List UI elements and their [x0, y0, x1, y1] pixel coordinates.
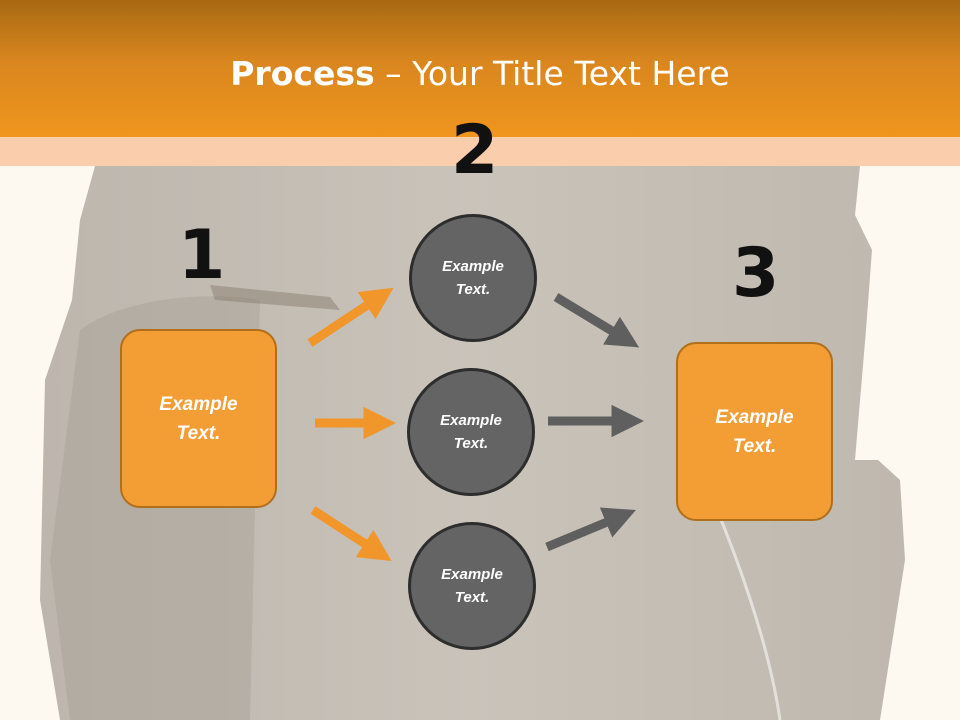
arrow-from-top-circle — [553, 293, 640, 348]
step-number-1: 1 — [178, 216, 226, 295]
circle-middle-label: Example Text. — [440, 412, 502, 452]
circle-middle[interactable]: Example Text. — [407, 368, 535, 496]
step-number-2: 2 — [451, 111, 499, 190]
title-bar — [0, 0, 960, 137]
output-box-label: Example Text. — [715, 406, 794, 457]
bag-zipper-pull — [210, 285, 340, 310]
circle-top-label: Example Text. — [442, 258, 504, 298]
input-box-label: Example Text. — [159, 393, 238, 444]
title-band — [0, 137, 960, 166]
circle-top[interactable]: Example Text. — [409, 214, 537, 342]
step-number-3: 3 — [732, 234, 780, 313]
arrow-from-bottom-circle — [545, 507, 636, 552]
arrow-to-top-circle — [307, 287, 394, 347]
circle-bottom-label: Example Text. — [441, 566, 503, 606]
output-box[interactable]: Example Text. — [676, 342, 833, 521]
title-bold: Process — [230, 54, 375, 93]
input-box[interactable]: Example Text. — [120, 329, 277, 508]
arrow-to-bottom-circle — [310, 506, 392, 562]
circle-bottom[interactable]: Example Text. — [408, 522, 536, 650]
title-rest: – Your Title Text Here — [374, 54, 730, 93]
slide-title: Process – Your Title Text Here — [0, 52, 960, 96]
